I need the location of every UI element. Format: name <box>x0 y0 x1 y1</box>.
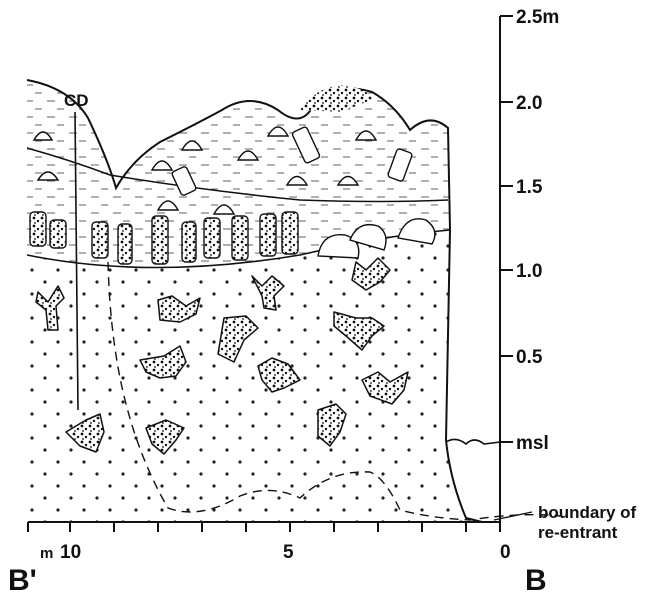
hscale-tick-label: 0 <box>500 542 511 563</box>
hscale-unit-label: m <box>40 545 53 562</box>
fan-shells <box>317 218 436 259</box>
coral-framework-band <box>29 211 299 265</box>
vscale-tick-label: 0.5 <box>516 347 543 368</box>
cd-line <box>74 111 79 411</box>
vertical-scale: 2.5m 2.0 1.5 1.0 0.5 msl <box>445 7 559 522</box>
re-entrant-boundary <box>107 261 561 521</box>
msl-label: msl <box>516 433 549 454</box>
sea-level-wave <box>445 438 501 446</box>
upper-unit-boundary <box>26 147 449 203</box>
section-end-right: B <box>525 564 547 597</box>
hscale-tick-label: 10 <box>60 542 81 563</box>
hscale-tick-label: 5 <box>283 542 294 563</box>
vscale-top-label: 2.5m <box>516 7 559 28</box>
section-outline <box>26 79 483 523</box>
vscale-tick-label: 1.5 <box>516 177 543 198</box>
vscale-tick-label: 1.0 <box>516 261 542 282</box>
horizontal-scale: m 10 5 0 <box>27 521 511 563</box>
boundary-leader-line <box>493 511 533 521</box>
boundary-label-line1: boundary of <box>538 503 637 522</box>
shell-fragments <box>32 126 413 215</box>
vscale-tick-label: 2.0 <box>516 93 542 114</box>
section-end-left: B' <box>8 564 37 597</box>
boundary-label-line2: re-entrant <box>538 523 618 542</box>
branching-coral-fragments <box>35 257 409 455</box>
coarse-lens <box>300 85 372 112</box>
cd-label: CD <box>64 91 89 110</box>
